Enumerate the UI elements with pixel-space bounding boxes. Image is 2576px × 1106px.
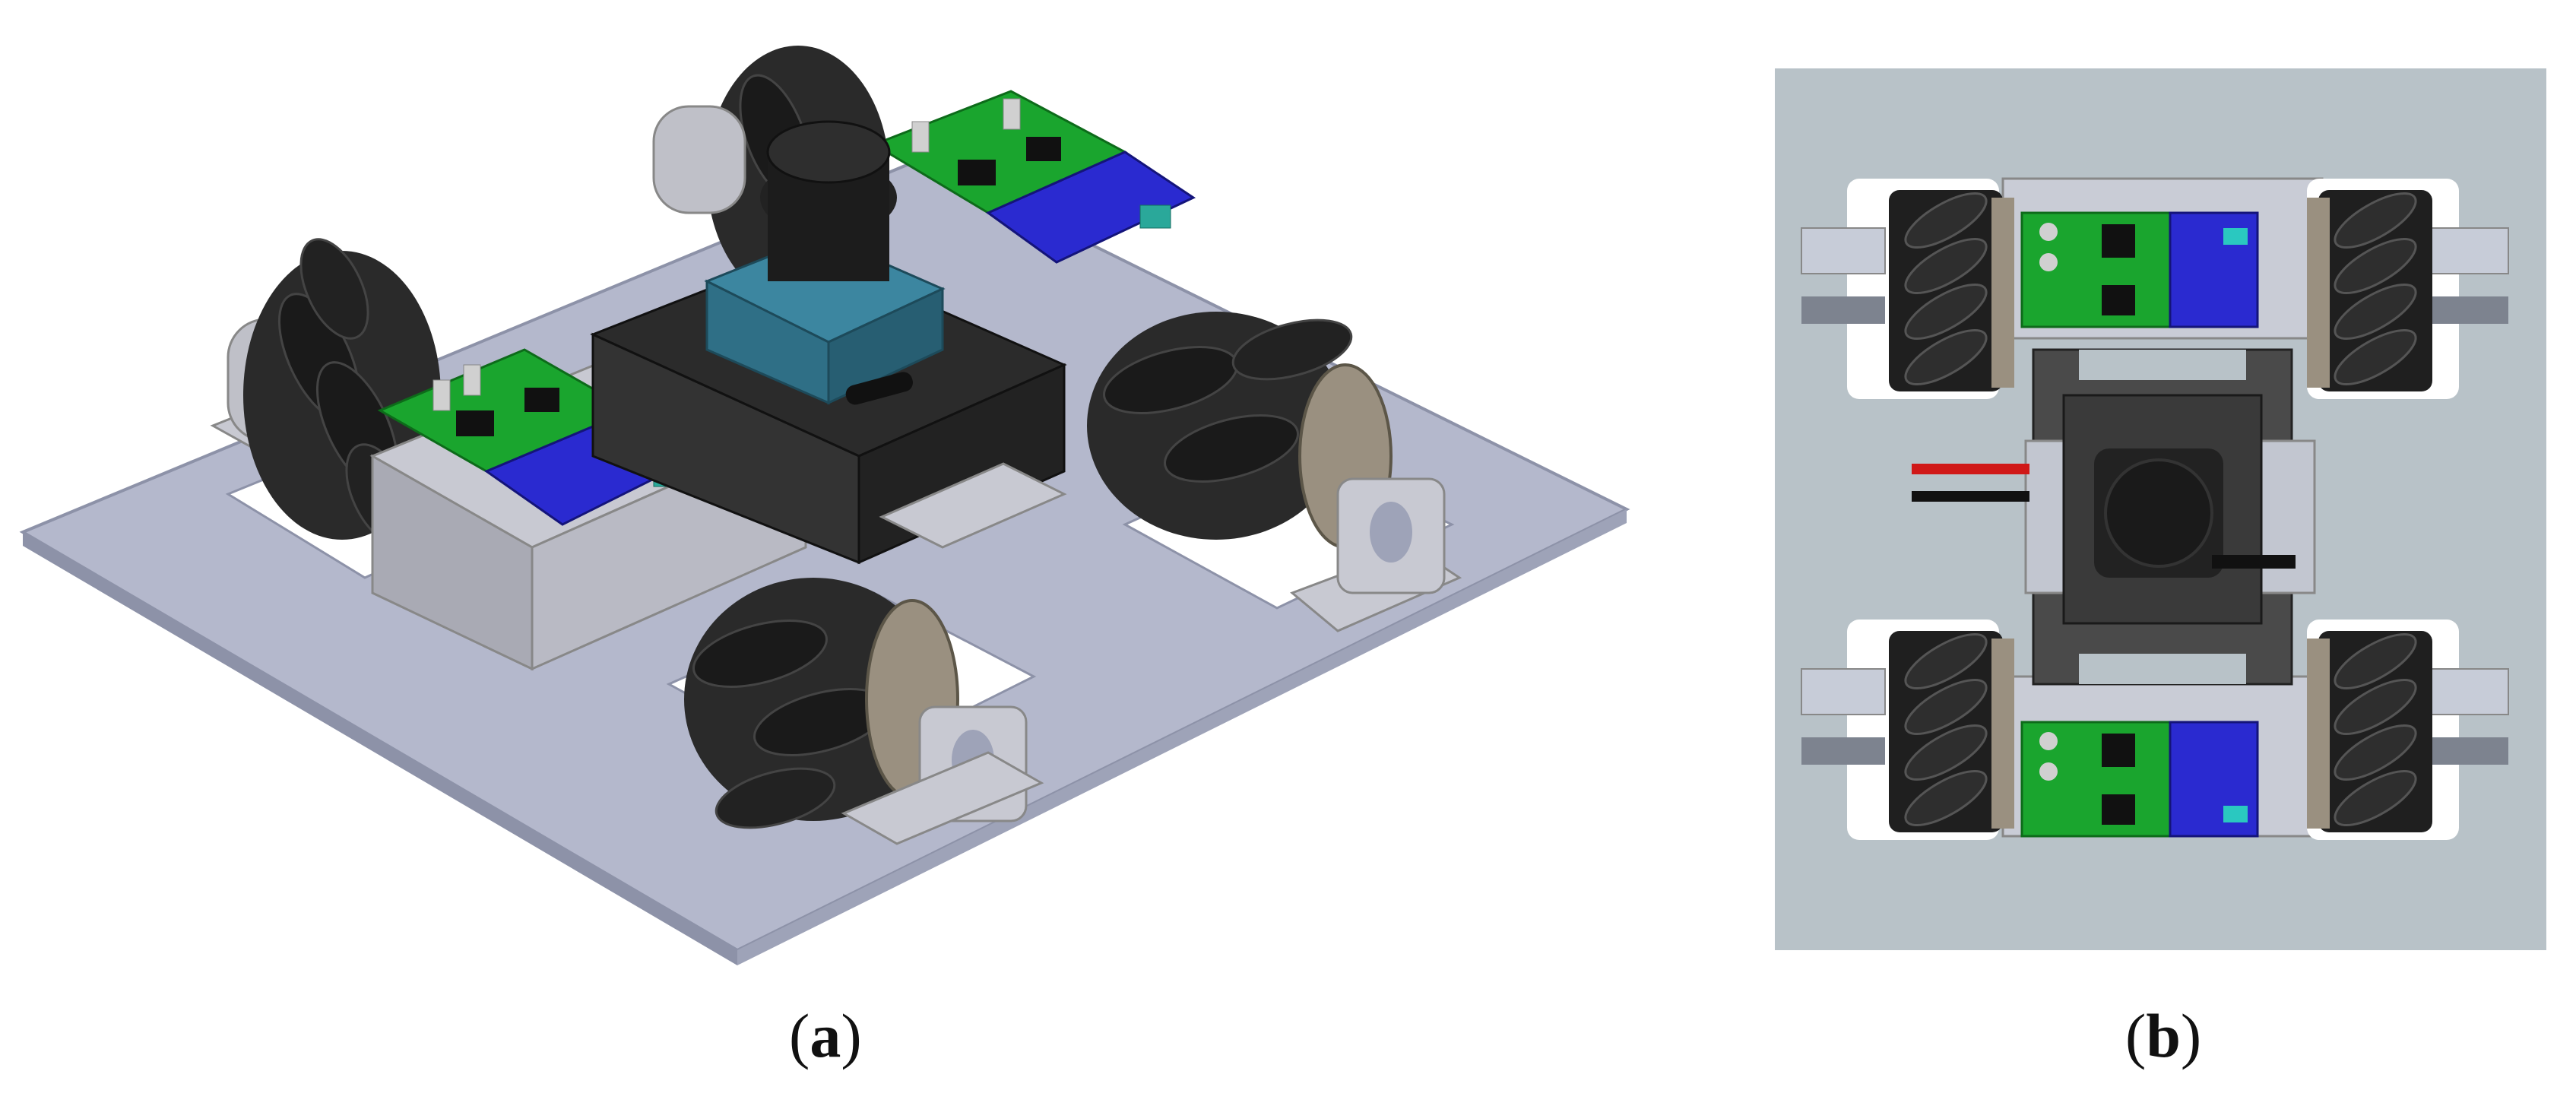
axle-bottom-right-lower: [2425, 737, 2508, 765]
caption-b-letter: b: [2146, 1001, 2181, 1070]
caption-b-close: ): [2180, 1001, 2202, 1070]
lidar-top: [766, 120, 891, 184]
axle-top-left: [1801, 227, 1886, 274]
lidar-base-front: [827, 287, 944, 405]
caption-b-open: (: [2125, 1001, 2147, 1070]
wire-black: [1912, 491, 2029, 502]
caption-panel-b: (b): [2125, 1005, 2201, 1067]
wheel-top-left: [1889, 190, 2014, 391]
axle-top-right: [2424, 227, 2509, 274]
motor-rear: [652, 105, 746, 214]
central-frame-side: [591, 332, 860, 565]
pcb-rear-blue: [986, 151, 1196, 264]
base-plate-edge: [23, 532, 737, 965]
caption-panel-a: (a): [789, 1005, 862, 1067]
mecanum-wheel-left: [243, 238, 441, 545]
axle-top-right-lower: [2425, 296, 2508, 324]
lidar-cable: [845, 372, 913, 405]
axle-bottom-right: [2424, 668, 2509, 715]
pcb-top-connector: [2223, 228, 2248, 245]
pcb-top-chip-1: [2102, 224, 2135, 258]
pcb-bottom-chip-2: [2102, 794, 2135, 825]
capacitor-left-1: [433, 379, 451, 411]
base-plate-edge-right: [737, 509, 1627, 965]
axle-top-left-lower: [1801, 296, 1885, 324]
bearing-hole-right: [1370, 502, 1412, 563]
chip-left-2: [524, 388, 559, 412]
chip-rear-2: [1026, 137, 1061, 161]
axle-bottom-left: [1801, 668, 1886, 715]
top-view-robot-illustration: [1775, 68, 2546, 950]
bracket-front: [841, 751, 1044, 845]
capacitor-rear-2: [1003, 98, 1021, 130]
capacitor-rear-1: [911, 121, 930, 153]
axle-bottom-left-lower: [1801, 737, 1885, 765]
central-frame-notch-top: [2079, 350, 2246, 380]
wheel-bottom-left: [1889, 631, 2014, 832]
pcb-bottom-chip-1: [2102, 734, 2135, 767]
pcb-bottom-cap-2: [2039, 762, 2058, 781]
battery-block: [879, 462, 1067, 549]
isometric-robot-illustration: [19, 46, 1630, 965]
connector-rear: [1139, 204, 1171, 229]
wire-red: [1912, 464, 2029, 474]
lidar-dome-top-view: [2104, 458, 2213, 568]
wheel-bottom-right: [2307, 631, 2432, 832]
pcb-top-cap-2: [2039, 253, 2058, 271]
mecanum-wheel-front: [684, 578, 959, 829]
pcb-bottom-connector: [2223, 806, 2248, 822]
panel-a-isometric-render: [19, 46, 1630, 965]
caption-a-letter: a: [810, 1001, 841, 1070]
caption-a-open: (: [789, 1001, 810, 1070]
wheel-top-right: [2307, 190, 2432, 391]
pcb-top-chip-2: [2102, 285, 2135, 315]
lidar-cable-top-view: [2212, 555, 2296, 569]
capacitor-left-2: [463, 364, 481, 396]
central-frame-notch-bottom: [2079, 654, 2246, 684]
pcb-bottom-cap-1: [2039, 732, 2058, 750]
pcb-top-cap-1: [2039, 223, 2058, 241]
chip-rear-1: [958, 160, 996, 185]
caption-a-close: ): [841, 1001, 862, 1070]
chip-left-1: [456, 410, 494, 436]
panel-b-top-view: [1775, 68, 2546, 950]
